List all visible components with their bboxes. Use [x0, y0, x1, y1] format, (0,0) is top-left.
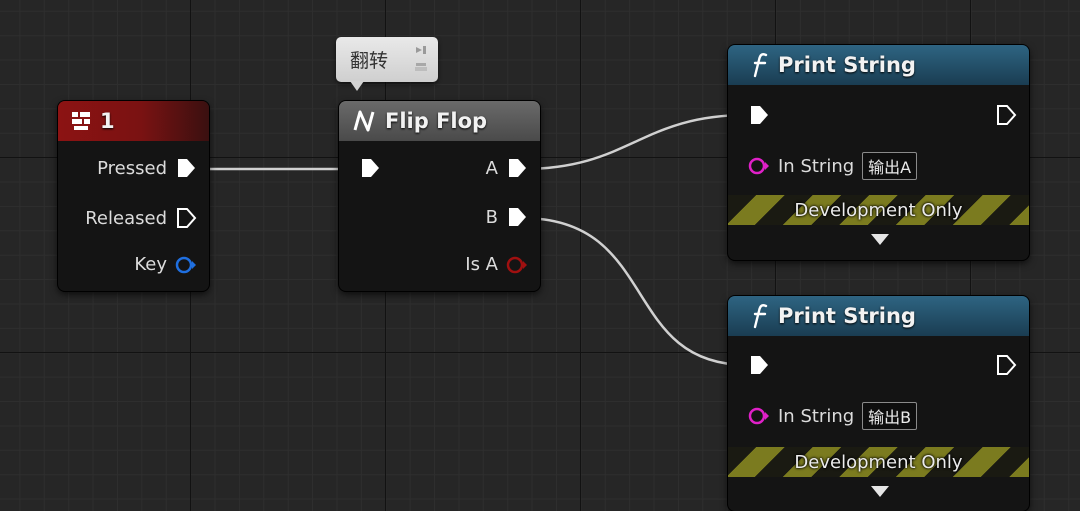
print-string-1-exec-out-row[interactable]	[995, 104, 1017, 126]
flip-flop-exec-in-row[interactable]	[359, 157, 381, 179]
wire-b-to-print-string-2[interactable]	[521, 216, 748, 367]
print-string-2-in-string-input[interactable]: 输出B	[862, 402, 918, 430]
function-icon	[750, 52, 770, 78]
flip-flop-exec-in-pin-icon[interactable]	[359, 157, 381, 179]
key-pin-label: Key	[134, 254, 167, 275]
print-string-1-in-string-label: In String	[778, 155, 855, 177]
print-string-1-dev-only-label: Development Only	[794, 199, 963, 221]
pressed-exec-pin-icon[interactable]	[175, 157, 197, 179]
b-pin-label: B	[485, 206, 498, 228]
print-string-1-dev-only-band: Development Only	[728, 195, 1029, 225]
print-string-1-in-string-row[interactable]: In String 输出A	[748, 152, 918, 180]
released-pin-label: Released	[85, 207, 167, 229]
print-string-1-header[interactable]: Print String	[728, 45, 1029, 85]
pressed-pin-label: Pressed	[97, 157, 167, 179]
print-string-node-1[interactable]: Print String In String 输出A Development O…	[728, 45, 1029, 260]
print-string-2-in-string-label: In String	[778, 405, 855, 427]
input-key-event-header[interactable]: 1	[58, 101, 209, 141]
a-pin-label: A	[485, 157, 498, 179]
comment-bubble-tail	[350, 81, 364, 91]
pin-comment-icon[interactable]	[410, 41, 432, 77]
flip-flop-header[interactable]: Flip Flop	[339, 101, 540, 141]
print-string-1-exec-in-row[interactable]	[748, 104, 770, 126]
flip-flop-comment-bubble[interactable]: 翻转	[336, 37, 438, 91]
print-string-1-string-pin-icon[interactable]	[748, 156, 770, 176]
is-a-pin-row[interactable]: Is A	[465, 254, 528, 275]
flip-flop-icon	[351, 110, 377, 132]
b-exec-pin-icon[interactable]	[506, 206, 528, 228]
wire-a-to-print-string-1[interactable]	[521, 113, 748, 171]
function-icon	[750, 303, 770, 329]
released-pin-row[interactable]: Released	[85, 207, 197, 229]
print-string-2-expand-arrow-icon[interactable]	[871, 486, 889, 497]
print-string-1-exec-out-pin-icon[interactable]	[995, 104, 1017, 126]
print-string-1-in-string-input[interactable]: 输出A	[862, 152, 918, 180]
print-string-node-2[interactable]: Print String In String 输出B Development O…	[728, 296, 1029, 511]
released-exec-pin-icon[interactable]	[175, 207, 197, 229]
print-string-2-dev-only-band: Development Only	[728, 447, 1029, 477]
b-pin-row[interactable]: B	[486, 206, 528, 228]
print-string-2-exec-out-pin-icon[interactable]	[995, 354, 1017, 376]
flip-flop-node[interactable]: Flip Flop A B Is A	[339, 101, 540, 291]
print-string-2-exec-in-pin-icon[interactable]	[748, 354, 770, 376]
key-struct-pin-icon[interactable]	[175, 255, 197, 275]
flip-flop-comment-text: 翻转	[350, 50, 389, 72]
print-string-2-exec-out-row[interactable]	[995, 354, 1017, 376]
print-string-2-title: Print String	[778, 304, 916, 328]
print-string-2-dev-only-label: Development Only	[794, 451, 963, 473]
is-a-bool-pin-icon[interactable]	[506, 255, 528, 275]
is-a-pin-label: Is A	[465, 254, 498, 275]
input-key-event-node[interactable]: 1 Pressed Released Key	[58, 101, 209, 291]
input-key-event-title: 1	[100, 109, 115, 133]
print-string-2-exec-in-row[interactable]	[748, 354, 770, 376]
a-pin-row[interactable]: A	[486, 157, 528, 179]
flip-flop-title: Flip Flop	[385, 109, 488, 133]
print-string-1-expand-arrow-icon[interactable]	[871, 234, 889, 245]
print-string-1-title: Print String	[778, 53, 916, 77]
print-string-2-in-string-row[interactable]: In String 输出B	[748, 402, 918, 430]
a-exec-pin-icon[interactable]	[506, 157, 528, 179]
keyboard-key-icon	[70, 110, 92, 132]
pressed-pin-row[interactable]: Pressed	[97, 157, 197, 179]
key-pin-row[interactable]: Key	[134, 254, 197, 275]
print-string-1-exec-in-pin-icon[interactable]	[748, 104, 770, 126]
print-string-2-string-pin-icon[interactable]	[748, 406, 770, 426]
print-string-2-header[interactable]: Print String	[728, 296, 1029, 336]
